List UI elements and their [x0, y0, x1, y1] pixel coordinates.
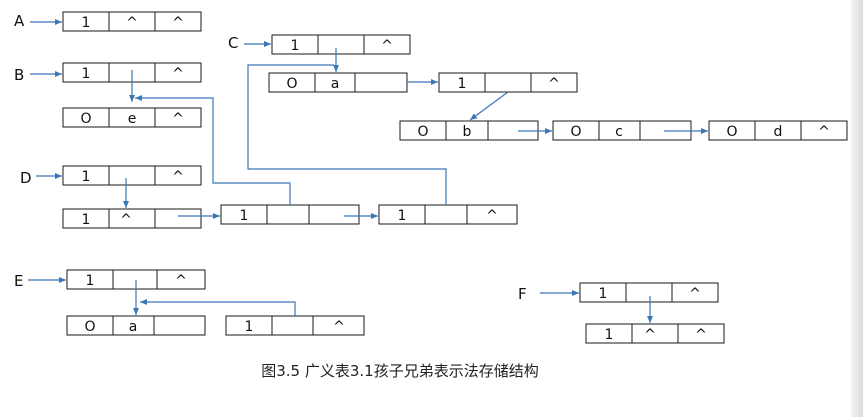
label-E: E: [14, 272, 23, 290]
node-B2: O e ^: [62, 107, 202, 128]
node-C4-atom: c: [615, 124, 623, 140]
node-F2-tag: 1: [605, 327, 614, 343]
node-F: 1 ^: [579, 282, 719, 303]
label-D: D: [20, 169, 32, 187]
link-D4-to-C: [247, 64, 447, 205]
node-C1: O a: [268, 72, 408, 93]
link-E3-to-E2: [140, 299, 296, 316]
node-D4: 1 ^: [378, 204, 518, 225]
node-C-next: ^: [381, 38, 393, 54]
node-C5: O d ^: [708, 120, 848, 141]
node-C2-next: ^: [548, 76, 560, 92]
node-E-next: ^: [175, 273, 187, 289]
node-C3: O b: [399, 120, 539, 141]
node-D3-tag: 1: [240, 208, 249, 224]
figure-caption: 图3.5 广义表3.1孩子兄弟表示法存储结构: [261, 362, 539, 380]
node-B2-next: ^: [172, 111, 184, 127]
node-E3-next: ^: [333, 319, 345, 335]
node-C5-atom: d: [774, 124, 783, 140]
node-F-tag: 1: [599, 286, 608, 302]
node-B-next: ^: [172, 66, 184, 82]
node-B-tag: 1: [82, 66, 91, 82]
node-B2-atom: e: [128, 111, 137, 127]
node-A-next: ^: [172, 15, 184, 31]
node-C: 1 ^: [271, 34, 411, 55]
connectors: [28, 19, 708, 323]
node-D4-tag: 1: [398, 208, 407, 224]
node-D2: 1 ^: [62, 208, 202, 229]
node-C2-tag: 1: [458, 76, 467, 92]
node-D4-next: ^: [486, 208, 498, 224]
node-A-tag: 1: [82, 15, 91, 31]
node-F2-next: ^: [695, 327, 707, 343]
link-D3-to-B: [135, 95, 291, 205]
node-E3-tag: 1: [245, 319, 254, 335]
node-E3: 1 ^: [225, 315, 365, 336]
node-D2-tag: 1: [82, 212, 91, 228]
label-C: C: [228, 34, 238, 52]
node-D3: 1: [220, 204, 360, 225]
label-A: A: [14, 12, 25, 30]
node-C3-atom: b: [463, 124, 472, 140]
node-E-tag: 1: [86, 273, 95, 289]
node-E2-tag: O: [84, 319, 95, 335]
node-E2-atom: a: [129, 319, 138, 335]
node-C3-tag: O: [417, 124, 428, 140]
right-edge-shadow: [851, 0, 863, 417]
label-B: B: [14, 66, 24, 84]
node-B2-tag: O: [80, 111, 91, 127]
node-C1-atom: a: [331, 76, 340, 92]
node-C4-tag: O: [570, 124, 581, 140]
node-A: 1 ^ ^: [62, 11, 202, 32]
node-D2-mid: ^: [120, 212, 132, 228]
node-F2: 1 ^ ^: [585, 323, 725, 344]
node-F2-mid: ^: [644, 327, 656, 343]
node-E2: O a: [66, 315, 206, 336]
node-D: 1 ^: [62, 165, 202, 186]
node-C5-next: ^: [818, 124, 830, 140]
node-A-mid: ^: [126, 15, 138, 31]
node-C5-tag: O: [726, 124, 737, 140]
node-F-next: ^: [689, 286, 701, 302]
node-C-tag: 1: [291, 38, 300, 54]
node-D-next: ^: [172, 169, 184, 185]
node-C2: 1 ^: [438, 72, 578, 93]
node-C1-tag: O: [286, 76, 297, 92]
label-F: F: [518, 285, 527, 303]
node-D-tag: 1: [82, 169, 91, 185]
arrow-C2-C3: [469, 91, 509, 121]
